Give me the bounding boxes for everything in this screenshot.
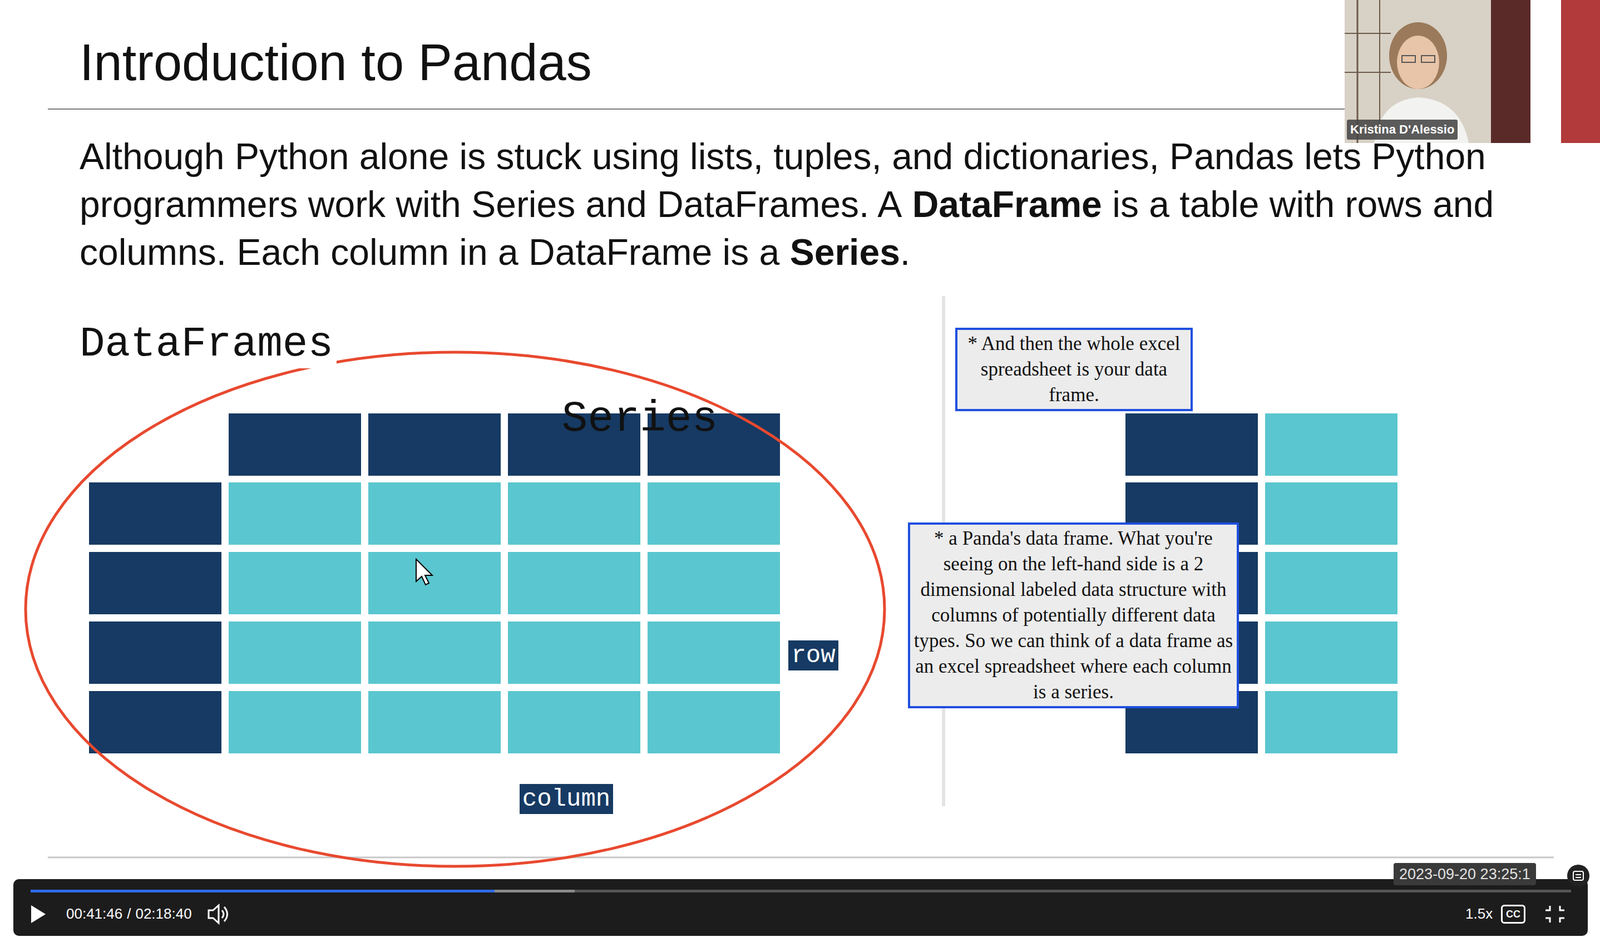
header-cell (368, 413, 501, 476)
node-text: row (791, 640, 836, 671)
value-cell (1265, 690, 1398, 754)
bottom-rule (47, 856, 1554, 859)
row-tag: row (788, 640, 838, 671)
index-cell (89, 621, 222, 684)
value-cell (1265, 551, 1398, 615)
node-text: Kristina D'Alessio (1350, 121, 1455, 138)
play-button (31, 905, 46, 923)
fullscreen-exit-icon (1545, 905, 1565, 923)
node-text: column (522, 783, 611, 814)
value-cell (368, 690, 501, 754)
index-cell (1125, 413, 1258, 476)
caption-box: * And then the whole excel spreadsheet i… (955, 327, 1193, 412)
value-cell (228, 690, 362, 754)
node-text: * And then the whole excel spreadsheet i… (959, 331, 1189, 408)
node-text: CC (1505, 907, 1521, 921)
progress-track (30, 889, 1572, 893)
overlay-icon (1573, 871, 1584, 881)
value-cell (647, 551, 780, 615)
section-heading: DataFrames (76, 321, 337, 369)
slide-paragraph: Although Python alone is stuck using lis… (79, 132, 1527, 276)
side-panel (1561, 0, 1600, 143)
dataframe-grid (89, 413, 780, 754)
overlay-icon (1575, 873, 1582, 876)
index-cell (89, 551, 222, 615)
node-text: 2023-09-20 23:25:1 (1399, 864, 1531, 884)
volume-icon (208, 905, 219, 923)
person-hair (1389, 22, 1448, 90)
overlay-icon (1567, 864, 1590, 887)
series-label: Series (561, 395, 719, 444)
value-cell (1265, 482, 1398, 545)
index-cell (89, 690, 222, 754)
bold-term: DataFrame (912, 183, 1103, 225)
time-separator: / (126, 905, 131, 923)
value-cell (368, 551, 501, 615)
value-cell (368, 482, 501, 545)
overlay-icon (1575, 876, 1582, 878)
person-face (1396, 35, 1440, 90)
bold-term: Series (789, 231, 901, 273)
played-bar (30, 889, 495, 893)
paragraph-text: . (900, 231, 911, 273)
value-cell (507, 551, 641, 615)
value-cell (1265, 621, 1398, 684)
caption-box: * a Panda's data frame. What you're seei… (907, 522, 1239, 709)
volume-icon (224, 906, 228, 922)
value-cell (368, 621, 501, 684)
annotation-ellipse (25, 352, 885, 867)
value-cell (507, 482, 641, 545)
glasses (1401, 55, 1416, 63)
value-cell (1265, 413, 1398, 476)
volume-icon (221, 910, 224, 918)
curtain (1490, 0, 1531, 143)
value-cell (507, 621, 641, 684)
player-controls (13, 864, 1590, 936)
screen-frame (1344, 71, 1391, 73)
value-cell (507, 690, 641, 754)
slide-title: Introduction to Pandas (79, 36, 592, 88)
control-bar (13, 878, 1588, 936)
column-tag: column (519, 783, 614, 814)
mouse-cursor (416, 559, 433, 585)
timestamp-overlay: 2023-09-20 23:25:1 (1393, 862, 1537, 886)
value-cell (228, 551, 362, 615)
header-cell (228, 413, 362, 476)
node-text: * a Panda's data frame. What you're seei… (911, 525, 1236, 705)
screen-frame (1344, 32, 1391, 34)
value-cell (647, 690, 780, 754)
total-time: 02:18:40 (135, 905, 192, 923)
captions-button: CC (1500, 904, 1526, 924)
buffered-bar (30, 889, 575, 893)
webcam-background (1344, 0, 1531, 143)
value-cell (647, 482, 780, 545)
value-cell (228, 482, 362, 545)
title-rule (47, 108, 1345, 110)
index-cell (89, 482, 222, 545)
webcam-feed (1344, 0, 1531, 143)
current-time: 00:41:46 (66, 905, 123, 923)
value-cell (647, 621, 780, 684)
value-cell (228, 621, 362, 684)
playback-speed: 1.5x (1465, 905, 1493, 923)
glasses (1421, 55, 1435, 63)
